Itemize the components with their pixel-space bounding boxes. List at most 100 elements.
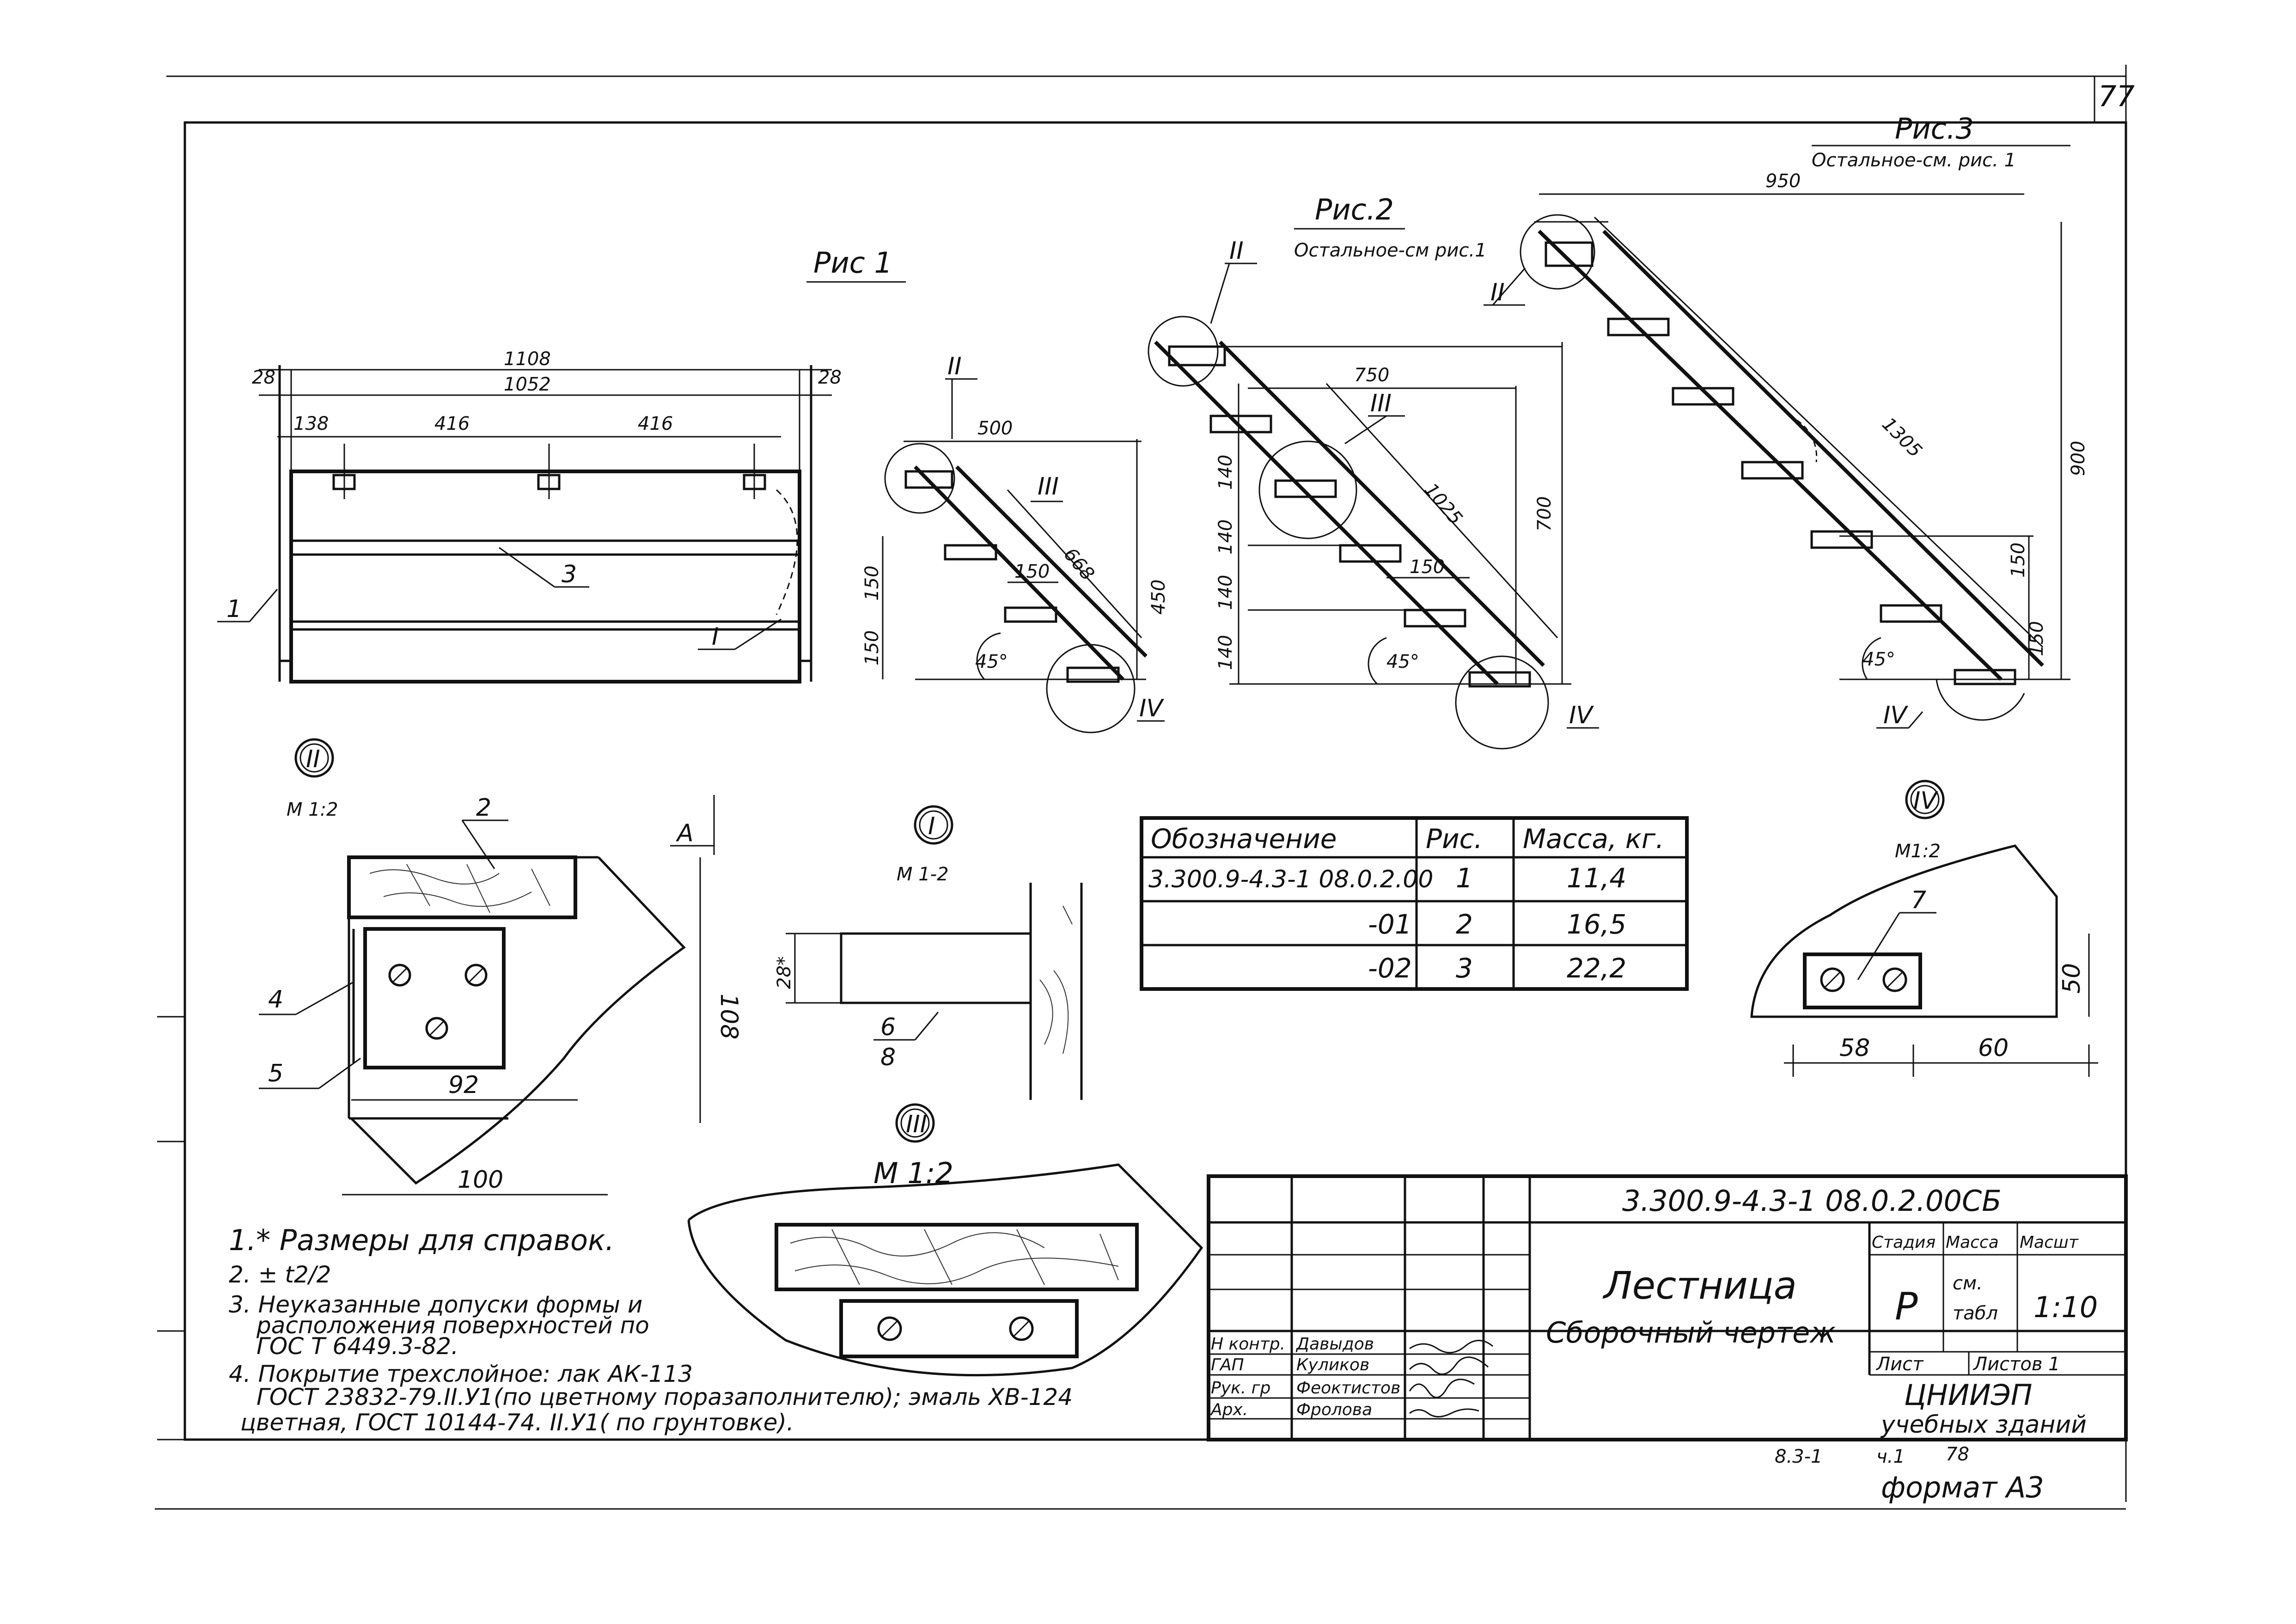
title-block-scale-label: Масшт <box>2020 1233 2079 1252</box>
figure-3: Рис.3 Остальное-см. рис. 1 950 1305 900 … <box>1484 112 2089 729</box>
f1-dim-150-b: 150 <box>861 630 883 665</box>
title-block-mass-label: Масса <box>1946 1233 1999 1252</box>
detail-IV-marker: IV <box>1913 787 1938 815</box>
note-3-cont-b: ГОС Т 6449.3-82. <box>256 1333 458 1360</box>
role-1-name: Давыдов <box>1295 1335 1374 1354</box>
f1-angle: 45° <box>975 651 1008 672</box>
role-2-name: Куликов <box>1296 1355 1369 1374</box>
dim-138: 138 <box>293 413 329 434</box>
detail-IV-scale: М1:2 <box>1895 841 1941 862</box>
spec-row-3-mass: 22,2 <box>1567 952 1626 984</box>
detail-I-callout-8: 8 <box>880 1044 896 1071</box>
f1-marker-II: II <box>947 353 962 380</box>
title-block-stage-value: Р <box>1895 1285 1918 1329</box>
f1-dim-668: 668 <box>1059 544 1098 585</box>
f2-dim-1025: 1025 <box>1420 479 1466 529</box>
figure-3-caption: Рис.3 <box>1895 112 1974 146</box>
spec-table: Обозначение Рис. Масса, кг. 3.300.9-4.3-… <box>1140 816 1689 991</box>
role-3-name: Феоктистов <box>1296 1379 1400 1398</box>
f2-angle: 45° <box>1386 651 1419 672</box>
detail-IV-dim-60: 60 <box>1978 1034 2009 1062</box>
f1-dim-150-a: 150 <box>861 566 883 601</box>
spec-row-3-designation: -02 <box>1368 952 1412 984</box>
title-block-sheet-label: Лист <box>1875 1354 1924 1375</box>
note-4-cont-a: ГОСТ 23832-79.II.У1(по цветному поразапо… <box>256 1384 1073 1410</box>
f3-dim-900: 900 <box>2068 441 2089 476</box>
role-4-name: Фролова <box>1296 1400 1372 1419</box>
detail-IV: IV М1:2 7 50 58 60 <box>1750 780 2098 1077</box>
spec-row-3-figure: 3 <box>1456 952 1473 984</box>
f1-marker-III: III <box>1038 473 1059 501</box>
figure-2-caption: Рис.2 <box>1315 193 1394 226</box>
callout-1: 1 <box>226 595 242 623</box>
f3-dim-150-b: 150 <box>2026 621 2047 656</box>
detail-II-callout-4: 4 <box>268 986 283 1013</box>
f2-marker-II: II <box>1229 237 1244 265</box>
note-2: 2. ± t2/2 <box>229 1261 331 1288</box>
footer-format: формат А3 <box>1881 1471 2044 1504</box>
detail-IV-dim-50: 50 <box>2058 963 2086 994</box>
detail-III-marker: III <box>906 1111 927 1138</box>
detail-IV-callout-7: 7 <box>1911 886 1926 914</box>
spec-row-1-designation: 3.300.9-4.3-1 08.0.2.00 <box>1148 866 1433 893</box>
dim-1108: 1108 <box>504 348 551 370</box>
figure-2-subcaption: Остальное-см рис.1 <box>1294 240 1487 261</box>
f2-marker-III: III <box>1370 390 1392 417</box>
detail-II-callout-5: 5 <box>268 1060 283 1087</box>
footer-part: ч.1 <box>1876 1446 1905 1467</box>
figure-1-side-view: 500 668 450 150 150 150 45° II III IV <box>861 353 1169 733</box>
signatures <box>1409 1340 1493 1417</box>
dim-28-right: 28 <box>818 367 842 388</box>
role-3: Рук. гр <box>1211 1379 1270 1398</box>
section-mark-I: I <box>712 623 719 651</box>
footer-ref: 8.3-1 <box>1775 1446 1823 1467</box>
footer-page: 78 <box>1946 1444 1969 1465</box>
spec-row-1-mass: 11,4 <box>1567 862 1626 894</box>
detail-II-callout-2: 2 <box>476 794 491 822</box>
title-block-org-1: ЦНИИЭП <box>1904 1378 2032 1412</box>
dim-1052: 1052 <box>504 374 551 395</box>
note-1: 1.* Размеры для справок. <box>229 1223 614 1257</box>
detail-I: I М 1-2 28* 6 8 <box>774 805 1083 1100</box>
title-block-stage-label: Стадия <box>1872 1233 1936 1252</box>
f1-dim-tread: 150 <box>1014 561 1050 582</box>
spec-header-mass: Масса, кг. <box>1523 823 1664 855</box>
title-block-title: Лестница <box>1602 1264 1797 1308</box>
note-4-cont-b: цветная, ГОСТ 10144-74. II.У1( по грунто… <box>240 1409 794 1436</box>
detail-II-dim-108: 108 <box>715 994 743 1039</box>
spec-row-2-figure: 2 <box>1456 909 1473 940</box>
dim-28-left: 28 <box>252 367 275 388</box>
title-block-subtitle: Сборочный чертеж <box>1546 1316 1836 1349</box>
title-block-mass-value-2: табл <box>1953 1303 1998 1324</box>
detail-I-callout-6: 6 <box>880 1013 896 1041</box>
detail-I-marker: I <box>928 812 935 840</box>
dim-416-b: 416 <box>638 413 673 434</box>
title-block-sheets-label: Листов 1 <box>1972 1354 2060 1375</box>
figure-3-subcaption: Остальное-см. рис. 1 <box>1812 150 2016 171</box>
spec-row-2-designation: -01 <box>1368 909 1412 940</box>
f2-dim-140-a: 140 <box>1215 455 1236 490</box>
detail-II-section-A: А <box>676 819 694 847</box>
dim-416-a: 416 <box>434 413 470 434</box>
detail-II: II М 1:2 92 100 108 А 2 4 5 <box>259 738 743 1196</box>
sheet-footer: 8.3-1 ч.1 78 формат А3 <box>1775 1444 2044 1504</box>
detail-II-scale: М 1:2 <box>287 799 338 820</box>
detail-II-marker: II <box>306 745 320 773</box>
figure-1-caption: Рис 1 <box>813 246 892 280</box>
f3-dim-150-a: 150 <box>2008 543 2029 578</box>
detail-I-scale: М 1-2 <box>897 864 949 885</box>
f3-marker-IV: IV <box>1883 702 1908 729</box>
detail-I-dim-28: 28* <box>774 956 795 989</box>
f3-dim-950: 950 <box>1765 171 1801 192</box>
spec-row-2-mass: 16,5 <box>1567 909 1626 940</box>
f1-dim-450: 450 <box>1148 580 1169 615</box>
f3-angle: 45° <box>1862 649 1895 670</box>
notes: 1.* Размеры для справок. 2. ± t2/2 3. Не… <box>229 1223 1073 1436</box>
title-block-mass-value-1: см. <box>1953 1273 1983 1294</box>
f2-marker-IV: IV <box>1569 702 1594 729</box>
role-4: Арх. <box>1210 1400 1248 1419</box>
note-3-cont-a: расположения поверхностей по <box>256 1312 649 1339</box>
spec-row-1-figure: 1 <box>1456 862 1473 894</box>
detail-II-dim-100: 100 <box>458 1166 503 1194</box>
